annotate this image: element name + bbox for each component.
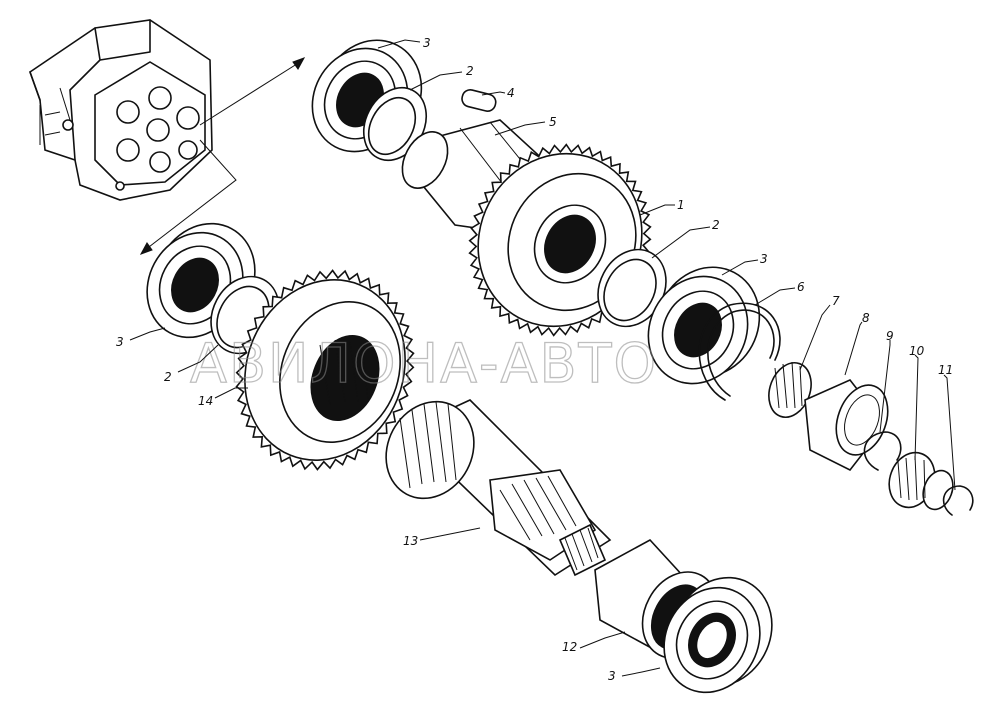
callout-bearing-left: 3 [116,335,124,349]
snap-ring-small [863,431,902,471]
callout-big-gear: 1 [677,198,685,212]
callout-bushing: 12 [562,640,577,654]
main-shaft [385,399,612,577]
watermark-text: АВИЛОНА-АВТО [190,332,658,395]
key [461,89,497,112]
callout-labels: 3 2 4 5 1 2 3 6 7 8 9 10 11 3 2 14 13 12… [116,36,953,683]
snap-ring-large [698,302,781,401]
callout-bearing-bottom: 3 [608,669,616,683]
bearing-bottom [663,576,773,694]
callout-snap-ring-end: 11 [938,363,953,377]
leader-lines [129,39,956,677]
callout-key: 4 [507,86,515,100]
callout-snap-ring-large: 6 [797,280,805,294]
gearbox-housing [29,19,213,201]
callout-bearing-mid: 3 [760,252,768,266]
assembly-arrows [139,57,306,255]
callout-ring-mid: 2 [712,218,720,232]
callout-bearing-top: 3 [423,36,431,50]
gear-left [235,269,415,471]
needle-bearing [804,379,889,472]
spacer-ring-mid [597,248,667,328]
snap-ring-end [942,485,974,516]
callout-shaft: 13 [403,534,418,548]
spacer-ring-top [362,86,428,162]
callout-small-gear: 7 [832,294,840,308]
small-gear [768,361,812,418]
gear-end [888,451,954,511]
callout-ring-left: 2 [164,370,172,384]
callout-needle-bearing: 8 [862,311,870,325]
callout-shaft-sleeve: 5 [549,115,557,129]
callout-snap-ring-small: 9 [886,329,894,343]
callout-ring-top: 2 [466,64,474,78]
callout-gear-end: 10 [909,344,925,358]
callout-gear-left: 14 [198,394,213,408]
